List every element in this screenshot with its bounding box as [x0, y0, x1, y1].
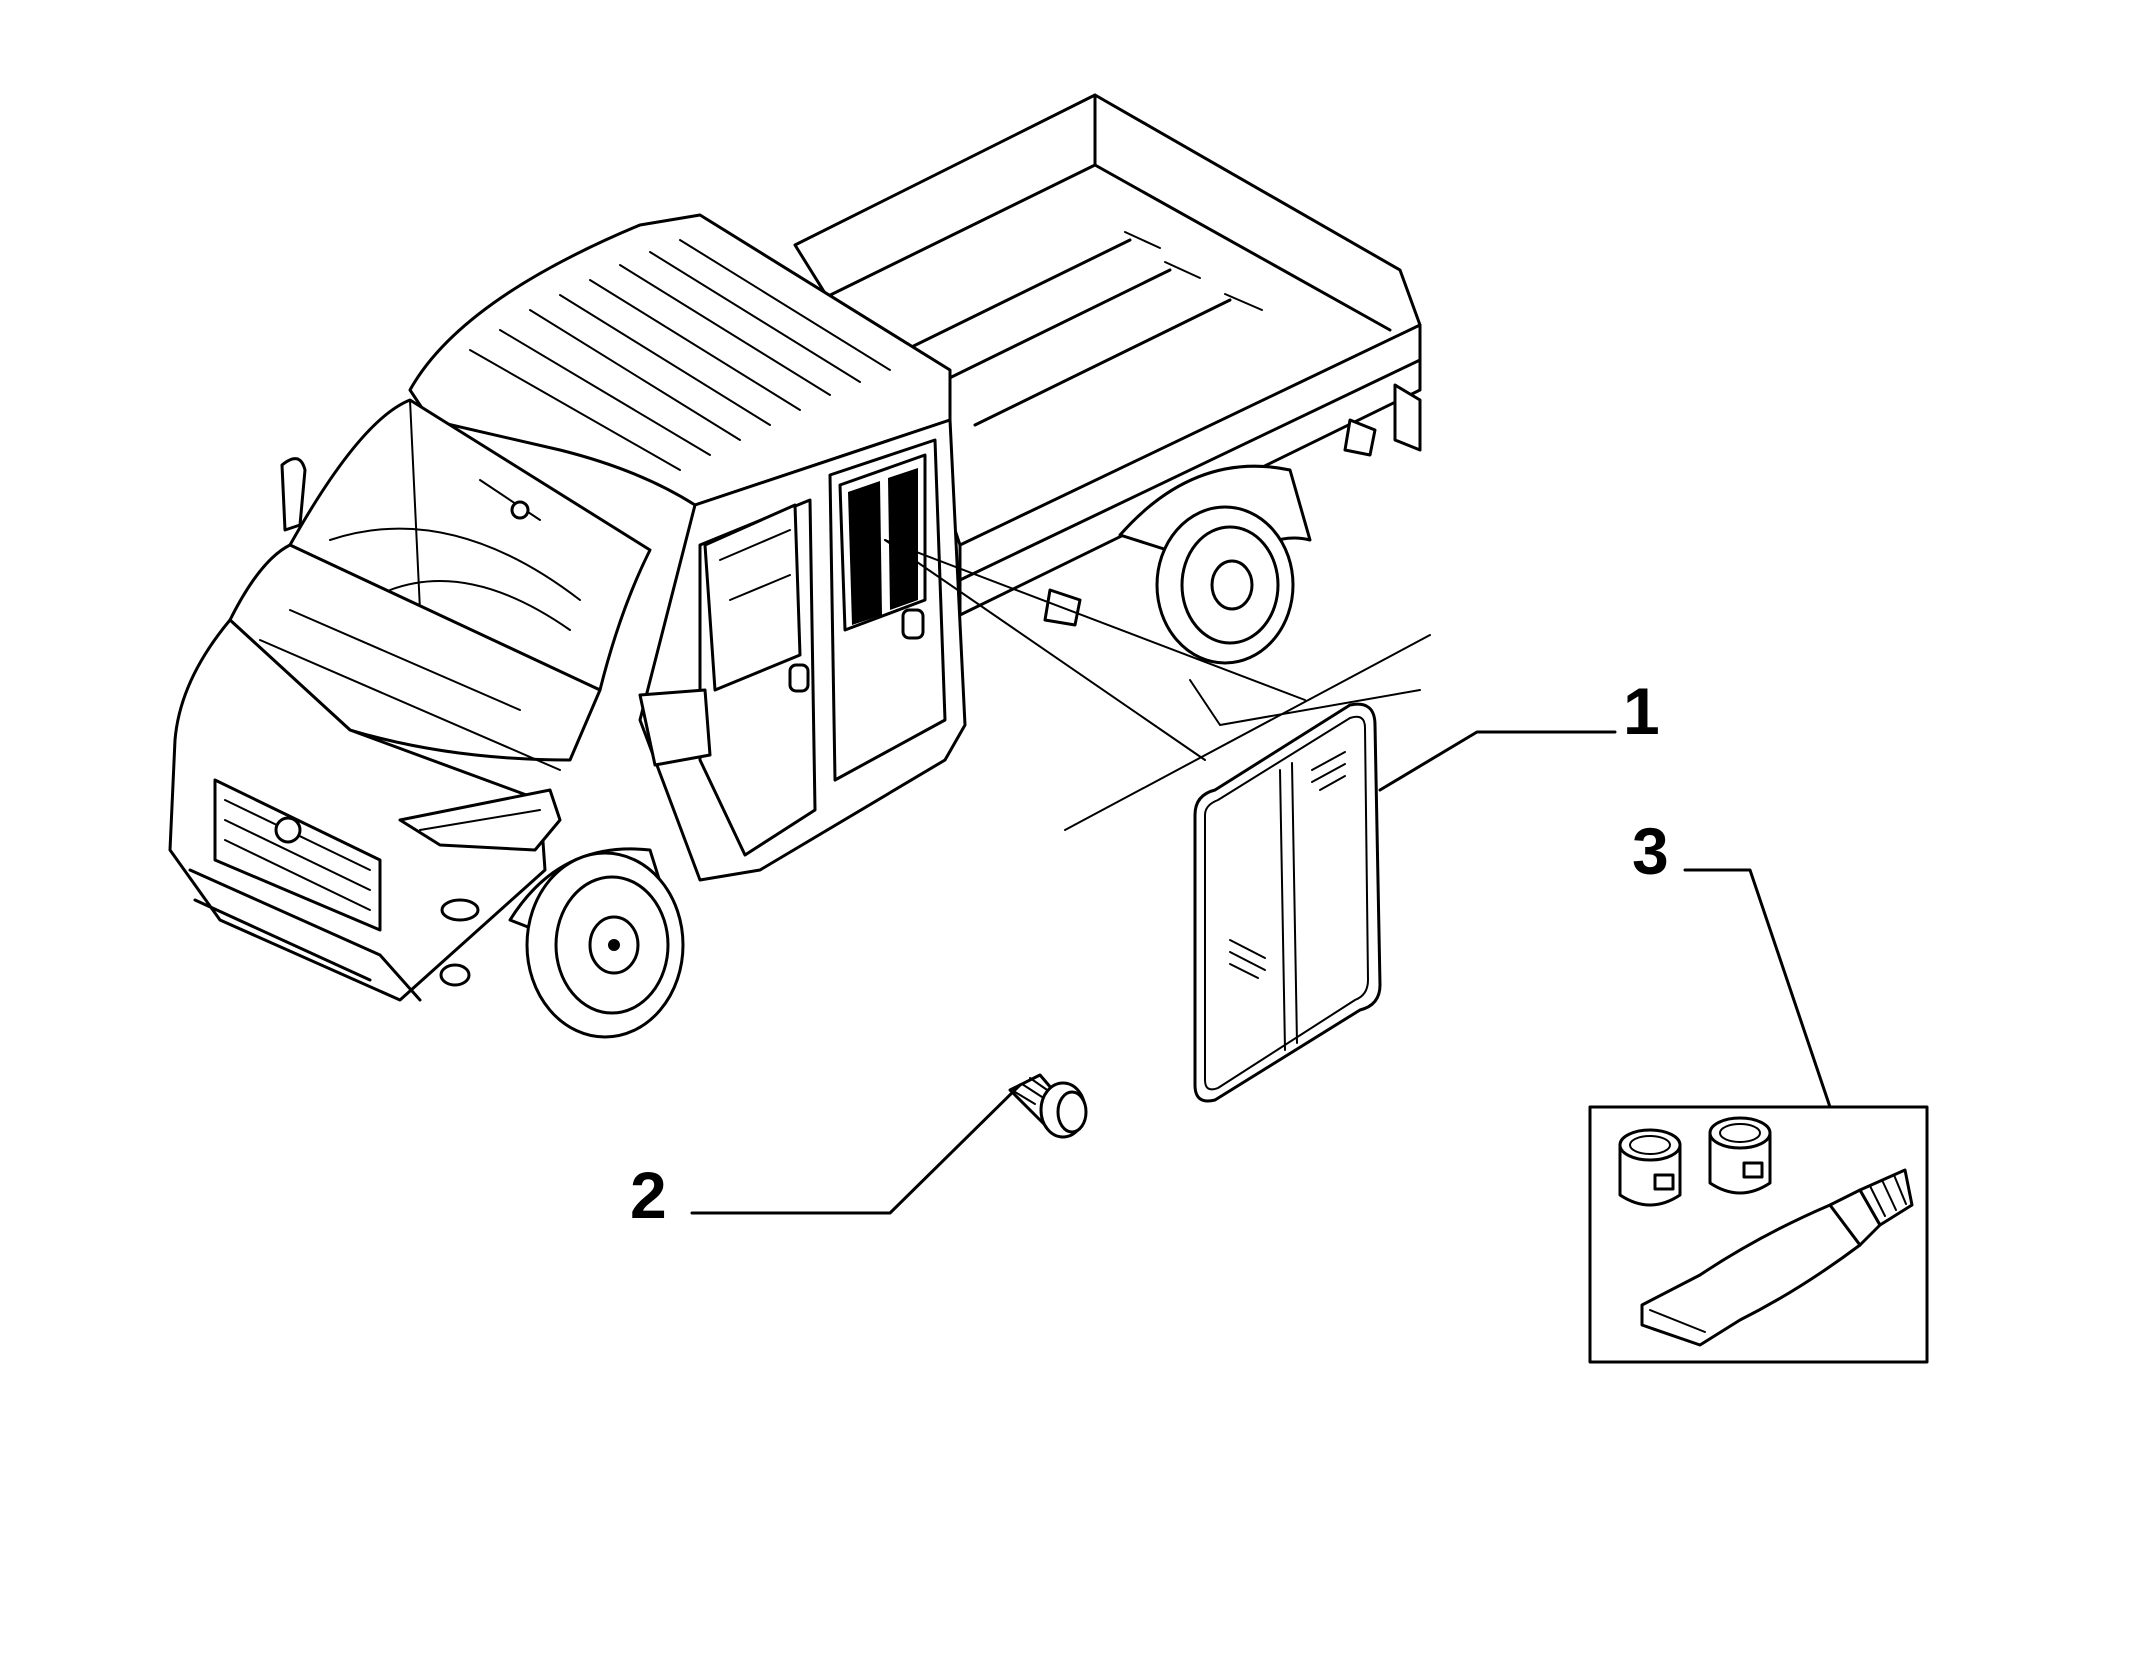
- part-2-fastener: [1008, 1073, 1088, 1139]
- leader-lines: [690, 730, 1832, 1215]
- callout-label-2: 2: [630, 1158, 667, 1232]
- rear-wheel: [1118, 464, 1312, 665]
- callout-label-3: 3: [1632, 814, 1669, 888]
- part-1-window-glass: [1193, 702, 1382, 1103]
- cab-body: [280, 213, 967, 882]
- adhesive-tube-icon: [1640, 1168, 1914, 1347]
- cab-front: [168, 398, 652, 1002]
- activator-pot-icon: [1708, 1116, 1772, 1195]
- window-pointer-lines: [884, 539, 1306, 761]
- ground-plane: [1064, 634, 1431, 831]
- part-3-adhesive-kit: [1588, 1105, 1929, 1364]
- leader-line-2: [690, 1083, 1022, 1215]
- roof-ribs: [469, 239, 891, 471]
- primer-pot-icon: [1618, 1128, 1682, 1207]
- leader-line-3: [1683, 868, 1832, 1109]
- truck-illustration: [168, 93, 1431, 1039]
- leader-line-1: [1378, 730, 1617, 792]
- front-wheel: [508, 847, 685, 1039]
- callout-label-1: 1: [1623, 674, 1660, 748]
- rear-door-window: [838, 453, 927, 632]
